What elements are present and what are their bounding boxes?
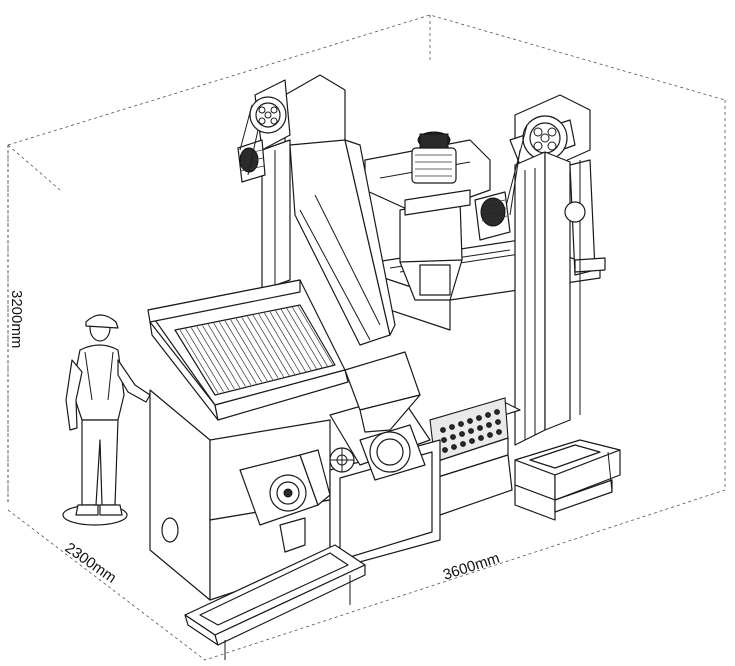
screen-rib <box>224 320 263 383</box>
panel-button <box>476 415 482 421</box>
screen-rib <box>269 311 306 372</box>
screen-rib <box>190 327 230 391</box>
height-label: 3200mm <box>8 290 25 348</box>
screen-rib <box>297 305 334 366</box>
top-motor <box>411 131 457 184</box>
screen-rib <box>202 325 241 388</box>
screen-rib <box>185 328 224 392</box>
panel-button <box>458 421 464 427</box>
panel-button <box>469 438 475 444</box>
screen-rib <box>213 322 252 386</box>
right-hopper <box>514 439 621 521</box>
width-label: 3600mm <box>441 550 502 584</box>
right-belt <box>504 124 528 216</box>
screen-rib <box>258 313 295 375</box>
panel-button <box>477 425 483 431</box>
left-elevator <box>249 74 396 346</box>
depth-dimension: 2300mm <box>62 539 120 586</box>
panel-button <box>441 437 447 443</box>
screen-ribs <box>179 305 334 394</box>
panel-button <box>495 419 501 425</box>
left-belt <box>239 104 259 176</box>
panel-button <box>450 434 456 440</box>
feed-hopper <box>344 351 421 433</box>
panel-button <box>485 412 491 418</box>
panel-button <box>494 409 500 415</box>
screen-rib <box>286 308 323 368</box>
screen-rib <box>219 321 257 384</box>
screen-rib <box>235 318 274 380</box>
depth-label: 2300mm <box>62 539 120 586</box>
panel-button <box>460 441 466 447</box>
screen-rib <box>292 306 328 367</box>
screen-rib <box>263 312 301 374</box>
screen-rib <box>252 314 290 376</box>
panel-button <box>496 429 502 435</box>
panel-button <box>487 432 493 438</box>
control-panel <box>429 397 521 516</box>
side-motor <box>474 191 586 241</box>
screen-rib <box>280 309 317 370</box>
panel-button <box>440 427 446 433</box>
dust-collector <box>364 139 491 301</box>
screen-rib <box>247 316 285 378</box>
screen-rib <box>179 329 219 394</box>
output-tray <box>184 544 366 660</box>
screen-rib <box>241 317 279 379</box>
panel-button <box>468 428 474 434</box>
husker-unit <box>239 449 331 553</box>
screen-rib <box>207 324 246 387</box>
height-dimension: 3200mm <box>7 145 25 505</box>
screen-rib <box>196 326 235 390</box>
panel-button <box>467 418 473 424</box>
panel-button <box>449 424 455 430</box>
right-elevator <box>509 94 606 446</box>
panel-button <box>442 447 448 453</box>
panel-button <box>478 435 484 441</box>
panel-button <box>459 431 465 437</box>
control-buttons <box>440 409 502 453</box>
panel-button <box>486 422 492 428</box>
person-figure <box>62 314 151 526</box>
panel-button <box>451 444 457 450</box>
screen-rib <box>230 319 268 382</box>
width-dimension: 3600mm <box>441 550 502 584</box>
screen-rib <box>275 310 312 371</box>
